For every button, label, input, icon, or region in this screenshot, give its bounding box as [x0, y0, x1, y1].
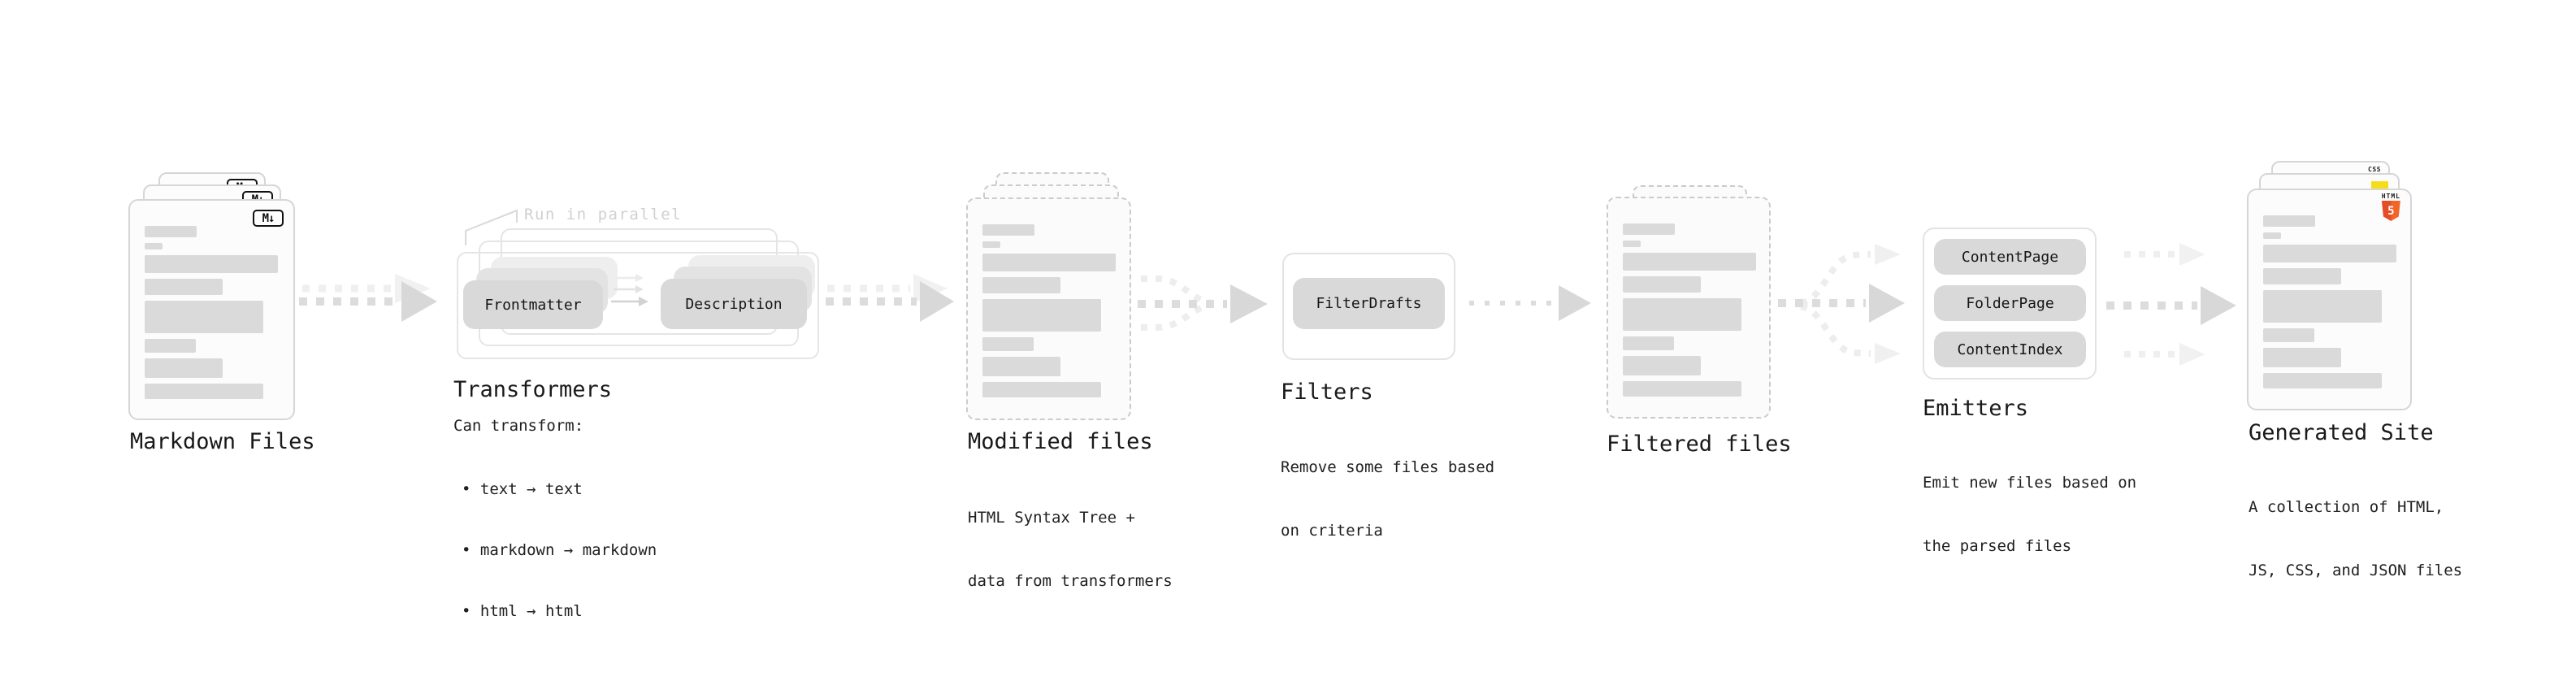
description-button: Description: [661, 279, 807, 329]
site-file-html: HTML 5: [2247, 189, 2412, 410]
css-badge-label: CSS: [2368, 166, 2381, 173]
modified-files-label: Modified files: [968, 429, 1153, 454]
emitters-subtitle: Emit new files based on the parsed files: [1923, 430, 2136, 599]
contentpage-button: ContentPage: [1934, 239, 2086, 275]
generated-site-subtitle: A collection of HTML, JS, CSS, and JSON …: [2249, 454, 2462, 623]
markdown-icon: M↓: [253, 210, 284, 227]
parallel-arrows-icon: [611, 274, 648, 306]
filters-title: Filters: [1281, 380, 1373, 405]
subtitle-line: HTML Syntax Tree +: [968, 509, 1135, 527]
html5-icon: HTML 5: [2382, 193, 2400, 221]
subtitle-line: data from transformers: [968, 572, 1173, 590]
flow-arrows-emitters-to-site: [2106, 243, 2236, 366]
filters-subtitle: Remove some files based on criteria: [1281, 414, 1494, 583]
markdown-file-front: M↓: [128, 199, 295, 420]
annotation-leader-line: [465, 209, 518, 245]
html5-number: 5: [2387, 204, 2395, 218]
flow-arrow-transformers-to-modified: [826, 274, 954, 322]
filtered-files-label: Filtered files: [1607, 432, 1792, 457]
generated-site-label: Generated Site: [2249, 420, 2434, 445]
js-icon: [2371, 181, 2388, 190]
modified-files-subtitle: HTML Syntax Tree + data from transformer…: [968, 465, 1173, 634]
bullet-item: • text → text: [462, 480, 583, 498]
file-content-skeleton: [145, 226, 278, 399]
flow-arrow-diverge-to-emitters: [1778, 244, 1905, 364]
markdown-files-label: Markdown Files: [130, 429, 315, 454]
flow-arrow-filters-to-filtered: [1469, 285, 1591, 321]
run-in-parallel-annotation: Run in parallel: [524, 206, 683, 223]
file-content-skeleton: [1623, 223, 1756, 397]
subtitle-line: the parsed files: [1923, 537, 2072, 555]
frontmatter-button: Frontmatter: [463, 280, 603, 329]
transformers-title: Transformers: [453, 377, 613, 402]
html5-badge-label: HTML: [2381, 193, 2400, 200]
bullet-item: • html → html: [462, 602, 583, 620]
flow-arrow-merge-to-filters: [1138, 275, 1268, 331]
transformers-bullet-list: • text → text • markdown → markdown • ht…: [453, 439, 657, 662]
bullet-item: • markdown → markdown: [462, 541, 657, 559]
subtitle-line: A collection of HTML,: [2249, 498, 2444, 516]
filterdrafts-button: FilterDrafts: [1293, 278, 1445, 329]
subtitle-line: Remove some files based: [1281, 458, 1495, 476]
html5-shield: 5: [2381, 201, 2400, 221]
markdown-badge-label: M↓: [262, 211, 275, 225]
transformers-subtitle: Can transform:: [453, 417, 584, 435]
folderpage-button: FolderPage: [1934, 285, 2086, 321]
subtitle-line: JS, CSS, and JSON files: [2249, 562, 2463, 579]
file-content-skeleton: [2263, 215, 2396, 388]
modified-file-front: [966, 197, 1131, 420]
filtered-file-front: [1607, 197, 1771, 419]
file-content-skeleton: [982, 224, 1116, 397]
contentindex-button: ContentIndex: [1934, 332, 2086, 367]
subtitle-line: Emit new files based on: [1923, 474, 2137, 492]
emitters-title: Emitters: [1923, 396, 2029, 421]
subtitle-line: on criteria: [1281, 522, 1383, 540]
flow-arrow-markdown-to-transformers: [299, 274, 437, 322]
transformer-box-front: [457, 252, 819, 359]
